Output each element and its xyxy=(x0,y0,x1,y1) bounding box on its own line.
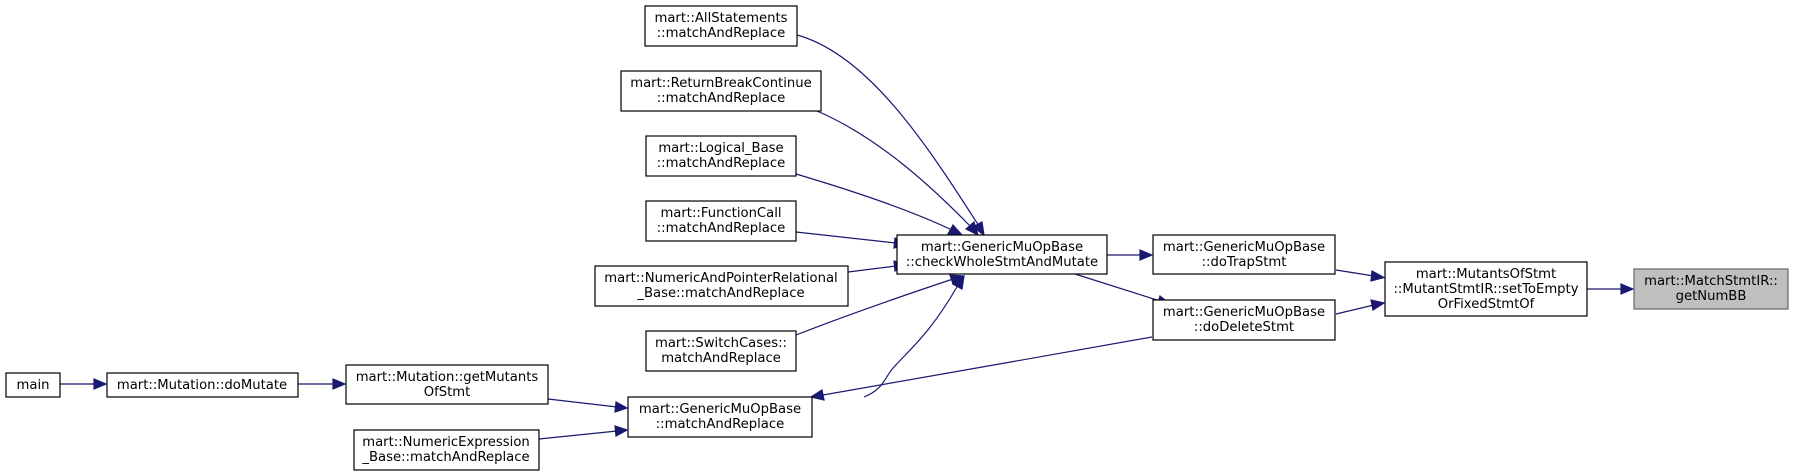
edge-numericexpr-to-genericmatch xyxy=(538,425,629,440)
node-label-line: mart::SwitchCases:: xyxy=(655,336,787,351)
node-label-line: mart::MatchStmtIR:: xyxy=(1644,274,1778,289)
edge-main-to-domutate xyxy=(60,378,108,390)
node-label-line: mart::NumericExpression xyxy=(362,435,530,450)
node-label-line: ::matchAndReplace xyxy=(657,156,786,171)
node-label-line: mart::MutantsOfStmt xyxy=(1416,267,1556,282)
edge-dodeletestmt-to-genericmatch xyxy=(809,336,1153,401)
edge-switchcases-to-checkwhole xyxy=(795,274,965,336)
node-genericmuopbase-dodeletestmt[interactable]: mart::GenericMuOpBase ::doDeleteStmt xyxy=(1152,299,1336,341)
node-label-line: ::doDeleteStmt xyxy=(1194,320,1294,335)
node-label-line: getNumBB xyxy=(1676,289,1747,304)
node-label-line: mart::GenericMuOpBase xyxy=(1163,240,1325,255)
node-label-line: ::MutantStmtIR::setToEmpty xyxy=(1393,282,1578,297)
node-allstatements-matchandreplace[interactable]: mart::AllStatements ::matchAndReplace xyxy=(644,5,798,47)
edge-getmutants-to-genericmatch xyxy=(547,398,629,413)
node-label-line: OfStmt xyxy=(424,385,471,400)
edge-checkwhole-to-dotrapstmt xyxy=(1107,249,1154,261)
node-logicalbase-matchandreplace[interactable]: mart::Logical_Base ::matchAndReplace xyxy=(645,135,797,177)
edge-settoempty-to-getnumbb xyxy=(1587,283,1635,295)
node-numericandpointerrelational-matchandreplace[interactable]: mart::NumericAndPointerRelational _Base:… xyxy=(594,265,849,307)
edge-returnbreak-to-checkwhole xyxy=(816,110,979,237)
node-label-line: ::matchAndReplace xyxy=(657,91,786,106)
edge-dodeletestmt-to-settoempty xyxy=(1335,299,1386,315)
node-label-line: ::matchAndReplace xyxy=(657,221,786,236)
node-label-line: mart::ReturnBreakContinue xyxy=(630,76,811,91)
node-label-line: mart::FunctionCall xyxy=(660,206,781,221)
node-functioncall-matchandreplace[interactable]: mart::FunctionCall ::matchAndReplace xyxy=(645,200,797,242)
node-label-line: matchAndReplace xyxy=(661,351,781,366)
node-matchstmtir-getnumbb[interactable]: mart::MatchStmtIR:: getNumBB xyxy=(1633,268,1789,310)
node-label-line: mart::GenericMuOpBase xyxy=(921,240,1083,255)
node-switchcases-matchandreplace[interactable]: mart::SwitchCases:: matchAndReplace xyxy=(645,330,797,372)
node-label-line: ::matchAndReplace xyxy=(656,417,785,432)
node-label-line: mart::Mutation::doMutate xyxy=(117,378,287,393)
node-label-line: _Base::matchAndReplace xyxy=(636,286,804,301)
edge-domutate-to-getmutants xyxy=(298,378,347,390)
node-label-line: mart::GenericMuOpBase xyxy=(1163,305,1325,320)
node-genericmuopbase-checkwholestmtandmutate[interactable]: mart::GenericMuOpBase ::checkWholeStmtAn… xyxy=(896,234,1108,275)
node-label-line: ::checkWholeStmtAndMutate xyxy=(906,255,1098,270)
edge-allstatements-to-checkwhole xyxy=(796,34,985,237)
node-genericmuopbase-dotrapstmt[interactable]: mart::GenericMuOpBase ::doTrapStmt xyxy=(1152,234,1336,275)
nodes: mart::MatchStmtIR:: getNumBB mart::Mutan… xyxy=(5,5,1789,471)
node-label-line: mart::AllStatements xyxy=(654,11,787,26)
node-genericmuopbase-matchandreplace[interactable]: mart::GenericMuOpBase ::matchAndReplace xyxy=(627,396,813,438)
edge-logicalbase-to-checkwhole xyxy=(795,173,964,236)
node-label-line: ::matchAndReplace xyxy=(657,26,786,41)
node-returnbreakcontinue-matchandreplace[interactable]: mart::ReturnBreakContinue ::matchAndRepl… xyxy=(620,70,822,112)
edge-dotrapstmt-to-settoempty xyxy=(1335,269,1386,282)
node-label-line: mart::Logical_Base xyxy=(658,141,783,156)
node-main[interactable]: main xyxy=(5,372,61,398)
node-label-line: ::doTrapStmt xyxy=(1202,255,1287,270)
node-mutation-getmutantsofstmt[interactable]: mart::Mutation::getMutants OfStmt xyxy=(345,364,549,405)
node-label-line: _Base::matchAndReplace xyxy=(361,450,529,465)
node-mutation-domutate[interactable]: mart::Mutation::doMutate xyxy=(106,372,299,398)
node-label-line: main xyxy=(17,378,50,393)
node-numericexpressionbase-matchandreplace[interactable]: mart::NumericExpression _Base::matchAndR… xyxy=(353,429,540,471)
node-label-line: mart::NumericAndPointerRelational xyxy=(604,271,837,286)
node-label-line: mart::Mutation::getMutants xyxy=(356,370,539,385)
node-label-line: OrFixedStmtOf xyxy=(1438,297,1535,312)
node-label-line: mart::GenericMuOpBase xyxy=(639,402,801,417)
node-mutantstmtir-settoemptyorfixedstmtof[interactable]: mart::MutantsOfStmt ::MutantStmtIR::setT… xyxy=(1384,261,1588,317)
edge-functioncall-to-checkwhole xyxy=(795,231,909,249)
